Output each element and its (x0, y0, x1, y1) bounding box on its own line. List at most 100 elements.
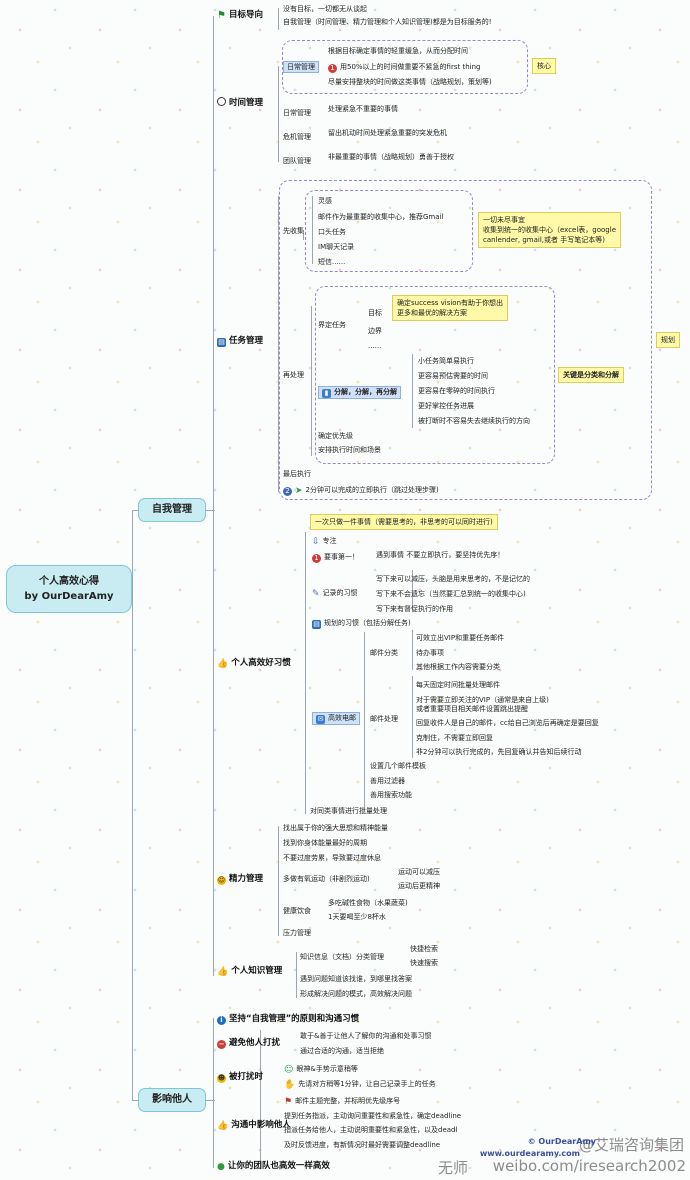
collect-node[interactable]: 先收集 (283, 227, 304, 235)
root-node[interactable]: 个人高效心得 by OurDearAmy (6, 565, 132, 613)
priority-node: 确定优先级 (318, 432, 353, 440)
mail-proc-item: 每天固定时间批量处理邮件 (416, 681, 500, 689)
root-author: by OurDearAmy (24, 591, 114, 602)
self-management-node[interactable]: 自我管理 (138, 498, 206, 522)
reprocess-node[interactable]: 再处理 (283, 371, 304, 379)
daily-plan-node[interactable]: 日常管理 (283, 61, 319, 73)
plan-habit-node[interactable]: ▤规划的习惯（包括分解任务) (312, 619, 411, 629)
link-root-self (132, 510, 138, 511)
record-item: 写下来可以减压，头脑是用来思考的，不是记忆的 (376, 575, 530, 583)
crisis-node[interactable]: 危机管理 (283, 133, 311, 141)
arrow-icon: ➤ (295, 486, 303, 496)
time-branch[interactable]: 时间管理 (217, 97, 263, 108)
reprocess-bracket (311, 306, 312, 456)
daily-node[interactable]: 日常管理 (283, 109, 311, 117)
time-bracket (278, 66, 279, 162)
split-item: 更容易在零碎的时间执行 (418, 387, 495, 395)
clock-icon (217, 97, 226, 106)
energy-label: 精力管理 (229, 874, 264, 884)
record-node[interactable]: ✎记录的习惯 (312, 589, 358, 599)
collect-item: 灵感 (318, 197, 332, 205)
circle-icon: ● (217, 1162, 225, 1172)
habit-branch[interactable]: 👍个人高效好习惯 (217, 658, 291, 669)
communicate-branch[interactable]: 👍沟通中影响他人 (217, 1120, 291, 1131)
stop-icon: − (217, 1040, 226, 1049)
diet-node[interactable]: 健康饮食 (283, 907, 311, 915)
mailclass-bracket (412, 630, 413, 670)
priority-1-icon: 1 (328, 64, 337, 73)
info-icon: i (217, 1016, 226, 1025)
plan-note: 规划 (656, 332, 680, 348)
pencil-icon: ✎ (312, 589, 320, 599)
down-arrow-icon: ⇩ (312, 537, 320, 547)
task-branch[interactable]: ▤任务管理 (217, 336, 263, 347)
avoid-item: 敢于&善于让他人了解你的沟通和处事习惯 (300, 1032, 432, 1040)
task-bracket (278, 196, 279, 492)
email-node[interactable]: ✉高效电邮 (312, 712, 360, 725)
sport-item: 运动后更精神 (398, 882, 440, 890)
split-node[interactable]: ▮分解，分解，再分解 (318, 386, 401, 399)
root-title: 个人高效心得 (39, 576, 99, 587)
classify-node[interactable]: 知识信息（文档）分类管理 (300, 953, 384, 961)
record-item: 写下来不会遗忘（当然要汇总到统一的收集中心) (376, 590, 526, 598)
calendar-icon: ▤ (217, 338, 226, 347)
time-label: 时间管理 (229, 98, 264, 108)
plan-group (279, 180, 652, 500)
mail-proc-item: 对于需要立即关注的VIP（通常是来自上级) (416, 696, 549, 704)
influence-node[interactable]: 影响他人 (138, 1088, 206, 1112)
weibo-watermark-prefix: 无师 (438, 1159, 469, 1177)
mail-proc-item: 或者重要项目相关邮件设置跳出提醒 (416, 705, 528, 713)
team-branch[interactable]: ●让你的团队也高效一样高效 (217, 1161, 330, 1172)
classify-item: 快捷检索 (410, 945, 438, 953)
core-item: 根据目标确定事情的轻重缓急，从而分配时间 (328, 47, 468, 55)
knowledge-bracket (296, 952, 297, 998)
team-node[interactable]: 团队管理 (283, 157, 311, 165)
mail-tool: 善用搜索功能 (370, 791, 412, 799)
collect-item: 短信...... (318, 258, 346, 266)
split-item: 更容易预估需要的时间 (418, 372, 488, 380)
goal-bracket (278, 8, 279, 30)
goal-label: 目标导向 (228, 10, 263, 20)
link-influence (203, 1100, 215, 1101)
link-self (203, 510, 215, 511)
batch-node: 对同类事情进行批量处理 (310, 807, 387, 815)
site-watermark: © OurDearAmy (527, 1137, 596, 1146)
first-item: 遇到事情 不要立即执行，要坚持优先序！ (376, 551, 505, 559)
avoid-branch[interactable]: −避免他人打扰 (217, 1038, 281, 1049)
calendar-icon: ▤ (312, 620, 321, 629)
interrupted-branch[interactable]: ☻被打扰时 (217, 1072, 264, 1083)
goal-node: 目标 (368, 309, 382, 317)
mail-class-item: 待办事项 (416, 649, 444, 657)
influence-bracket (260, 1030, 261, 1168)
team-item: 非最重要的事情（战略规划）勇善于授权 (328, 153, 454, 161)
collect-note: 一切未尽事宜 收集到统一的收集中心（excel表，google canlende… (478, 212, 622, 248)
sport-node[interactable]: 多做有氧运动（非剧烈运动) (283, 875, 370, 883)
define-node[interactable]: 界定任务 (318, 321, 346, 329)
diet-item: 多吃碱性食物（水果蔬菜) (328, 899, 408, 907)
collect-item: 口头任务 (318, 228, 346, 236)
habit-label: 个人高效好习惯 (231, 658, 291, 668)
mail-proc-item: 回复收件人是自己的邮件，cc给自己浏览后再确定是要回复 (416, 719, 599, 727)
sport-item: 运动可以减压 (398, 868, 440, 876)
energy-branch[interactable]: ☺精力管理 (217, 874, 263, 885)
message-icon: ⚑ (284, 1097, 293, 1107)
knowledge-label: 个人知识管理 (231, 966, 283, 976)
diet-item: 1天要喝至少8杯水 (328, 913, 386, 921)
thumbs-up-icon: 👍 (217, 967, 229, 977)
split-item: 更好掌控任务进展 (418, 402, 474, 410)
goal-branch[interactable]: ⚑目标导向 (217, 10, 263, 21)
record-item: 写下来有督促执行的作用 (376, 605, 453, 613)
last-node[interactable]: 最后执行 (283, 470, 311, 478)
crisis-item: 留出机动时间处理紧急重要的突发危机 (328, 129, 447, 137)
knowledge-branch[interactable]: 👍个人知识管理 (217, 966, 282, 977)
communicate-item: ⚑邮件主题完整，并标明优先级序号 (284, 1097, 401, 1107)
mail-class-node[interactable]: 邮件分类 (370, 649, 398, 657)
last-item: 2➤2分钟可以完成的立即执行（跳过处理步骤) (283, 485, 439, 496)
site-watermark-url: www.ourdearamy.com (479, 1149, 580, 1158)
focus-note: 一次只做一件事情（需要思考的，非思考的可以同时进行) (310, 514, 498, 530)
habit-bracket (305, 532, 306, 814)
knowledge-item: 遇到问题知道该找谁，到哪里找答案 (300, 975, 412, 983)
mail-proc-node[interactable]: 邮件处理 (370, 715, 398, 723)
